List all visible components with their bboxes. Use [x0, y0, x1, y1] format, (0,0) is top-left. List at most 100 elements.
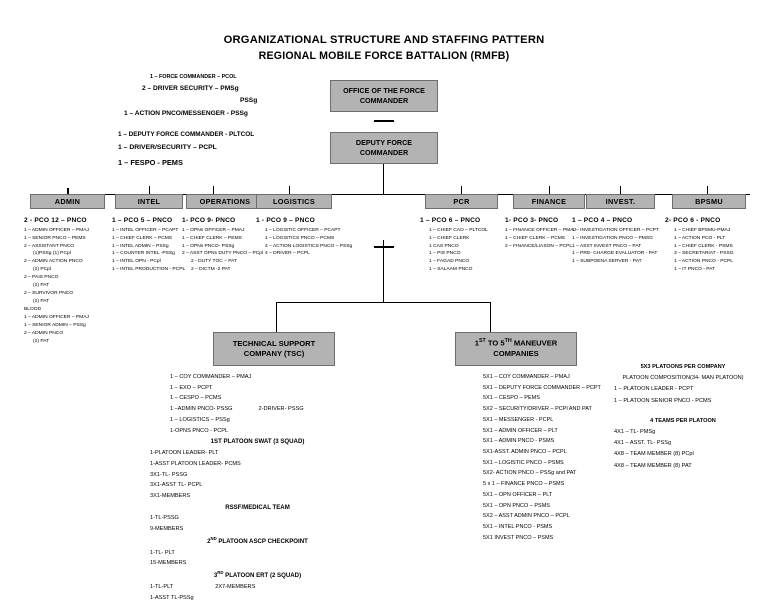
dept-operations-line: 1 – OPNs PNCO- PSSg [182, 243, 235, 249]
connector-spine-vertical [383, 164, 384, 194]
maneuver-line: 5X2 – SECURITY/DRIVER – PCPl AND PAT [483, 406, 592, 413]
tsc-ascp-line: 1-TL- PLT [150, 549, 175, 556]
dept-bpsmu-line: 3 – SECRETARIAT - PSSG [674, 251, 734, 257]
dept-admin-line: 2 – PAIS PNCO [24, 275, 59, 281]
dept-intel-header: 1 – PCO 5 – PNCO [112, 217, 173, 224]
connector-stub-invest [620, 186, 621, 195]
tsc-box-line-2: COMPANY (TSC) [243, 349, 305, 358]
maneuver-box-line-1: 1ST TO 5TH MANEUVER [474, 338, 558, 349]
dept-header-operations[interactable]: OPERATIONS [186, 194, 264, 209]
maneuver-line: 5X1-ASST. ADMIN PNCO – PCPL [483, 449, 567, 456]
platoon-teams-line: 4X1 – TL- PMSg [614, 428, 656, 435]
force-commander-line-1: 1 – FORCE COMMANDER – PCOL [150, 74, 237, 80]
dept-bpsmu-line: 1 – ACTION PNCO - PCPL [674, 259, 733, 265]
dept-operations-line: 2 – ASST OPNs DUTY PNCO – PCpl [182, 251, 264, 257]
maneuver-line: 5X1 – ADMIN OFFICER – PLT [483, 427, 558, 434]
force-commander-line-2: 2 – DRIVER SECURITY – PMSg [142, 84, 239, 92]
dept-pcr-line: 1 – FAGAD PNCO [429, 259, 470, 265]
tsc-line: 1 – CESPO – PCMS [170, 395, 222, 402]
deputy-line-3: 1 – FESPO - PEMS [118, 158, 183, 168]
dept-pcr-line: 1 – CHIEF CAO – PLTCOL [429, 227, 488, 233]
tsc-line: 1 – EXO – PCPT [170, 384, 213, 391]
connector-stub-operations [213, 186, 214, 195]
technical-support-company-box[interactable]: TECHNICAL SUPPORT COMPANY (TSC) [213, 332, 335, 366]
dept-header-finance[interactable]: FINANCE [513, 194, 585, 209]
tsc-rssf-line: 1-TL-PSSG [150, 515, 179, 522]
maneuver-line: 5X1 – DEPUTY FORCE COMMANDER – PCPT [483, 384, 601, 391]
platoon-notes-line: 1 – PLATOON SENIOR PNCO - PCMS [614, 397, 712, 404]
dept-admin-line: (2) PAT [33, 283, 50, 289]
tsc-ert-line: 1-TL-PLT [150, 583, 174, 590]
maneuver-line: 5X1 – CESPO – PEMS [483, 395, 540, 402]
dept-pcr-line: 1 CAS PNCO [429, 243, 459, 249]
page-subtitle: REGIONAL MOBILE FORCE BATTALION (RMFB) [258, 50, 510, 62]
dept-intel-line: 1 – INTEL OFFICER – PCAPT [112, 227, 179, 233]
platoon-teams-heading: 4 TEAMS PER PLATOON [650, 417, 716, 424]
dept-intel-line: 1 – INTEL OPN - PCpl [112, 259, 161, 265]
connector-stub-finance [549, 186, 550, 195]
maneuver-companies-box[interactable]: 1ST TO 5TH MANEUVER COMPANIES [455, 332, 577, 366]
dept-header-intel[interactable]: INTEL [115, 194, 183, 209]
tsc-line: 1-OPNS PNCO - PCPL [170, 427, 229, 434]
tsc-rssf-heading: RSSF/MEDICAL TEAM [225, 503, 290, 511]
dept-staffing-bpsmu: 2- PCO 6 - PNCO 1 – CHIEF BPSMU-PMAJ 1 –… [665, 216, 734, 274]
deputy-force-commander-box[interactable]: DEPUTY FORCE COMMANDER [330, 132, 438, 164]
dept-admin-line: (2) PAT [33, 299, 50, 305]
connector-stub-maneuver [490, 302, 491, 332]
connector-lower-bus [276, 302, 491, 303]
connector-department-bus [30, 194, 750, 195]
platoon-notes-spacer [600, 407, 766, 416]
maneuver-line: 5X2- ACTION PNCO – PSSg and PAT [483, 470, 577, 477]
tsc-swat-line: 1-ASST PLATOON LEADER- PCMS [150, 460, 241, 467]
dept-invest-line: 1 – INVESTIGATION OFFICER – PCPT [572, 227, 659, 233]
maneuver-line: 5X1 – ADMIN PNCO - PSMS [483, 438, 555, 445]
office-of-the-force-commander-box[interactable]: OFFICE OF THE FORCE COMMANDER [330, 80, 438, 112]
dept-intel-line: 1 – COUNTER INTEL -PSSg [112, 251, 175, 257]
dept-invest-line: 1 – INVESTIGATION PNCO – PMSG [572, 235, 653, 241]
dept-operations-line: 2 – DICTM -2 PAT [191, 267, 231, 273]
tsc-ert-line-pair: 1-TL-PLT 2X7-MEMBERS [150, 582, 365, 593]
dept-admin-line: 2 – ASSISTANT PNCO [24, 243, 75, 249]
dept-admin-line: 2 – ADMIN ACTION PNCO [24, 259, 83, 265]
dept-bpsmu-line: 1 – CHIEF BPSMU-PMAJ [674, 227, 731, 233]
dept-admin-line: 1 – ADMIN OFFICER – PMAJ [24, 314, 89, 320]
dept-admin-line: (1)PSSg (1) PCpl [33, 251, 71, 257]
dept-intel-line: 1 – INTEL PRODUCTION - PCPL [112, 267, 186, 273]
dept-pcr-header: 1 – PCO 6 – PNCO [420, 217, 481, 224]
dept-header-logistics[interactable]: LOGISTICS [256, 194, 332, 209]
dept-header-pcr[interactable]: PCR [425, 194, 498, 209]
page-title: ORGANIZATIONAL STRUCTURE AND STAFFING PA… [223, 34, 545, 46]
dept-admin-line: 2 – SURVIVOR PNCO [24, 291, 74, 297]
dept-staffing-intel: 1 – PCO 5 – PNCO 1 – INTEL OFFICER – PCA… [112, 216, 185, 274]
dept-admin-header: 2 - PCO 12 – PNCO [24, 217, 87, 224]
dept-invest-line: 1 – SUBPOENA SERVER - PAT [572, 259, 642, 265]
dept-admin-line: 1 – ADMIN OFFICER – PMAJ [24, 227, 89, 233]
dept-header-admin[interactable]: ADMIN [30, 194, 105, 209]
dept-staffing-operations: 1- PCO 9- PNCO 1 – OPNs OFFICER – PMAJ 1… [182, 216, 263, 274]
dept-logistics-line: 1 – LOGISTIC OFFICER – PCAPT [265, 227, 341, 233]
maneuver-line: 5X2 – ASST ADMIN PNCO – PCPL [483, 513, 570, 520]
tsc-ascp-heading: ND2ND PLATOON ASCP CHECKPOINT [207, 535, 308, 545]
platoon-composition-notes: 5X3 PLATOONS PER COMPANY PLATOON COMPOSI… [600, 362, 766, 472]
dept-header-bpsmu[interactable]: BPSMU [672, 194, 746, 209]
maneuver-line: 5X1 – COY COMMANDER – PMAJ [483, 374, 570, 380]
tsc-ert-heading: 3RD PLATOON ERT (2 SQUAD) [213, 570, 302, 580]
dept-bpsmu-line: 1 – ACTION PCO - PLT [674, 235, 726, 241]
connector-lower-tick [374, 246, 394, 248]
dept-admin-line: 2 – ADMIN PNCO [24, 330, 64, 336]
dept-intel-line: 1 – INTEL ADMIN – PSSg [112, 243, 169, 249]
tsc-line: 1 –ADMIN PNCO- PSSG [170, 406, 233, 413]
dept-header-invest[interactable]: INVEST. [586, 194, 655, 209]
dept-staffing-invest: 1 – PCO 4 – PNCO 1 – INVESTIGATION OFFIC… [572, 216, 659, 266]
dept-bpsmu-line: 1 – IT PNCO - PAT [674, 267, 716, 273]
dept-staffing-logistics: 1 - PCO 9 – PNCO 1 – LOGISTIC OFFICER – … [256, 216, 352, 258]
dept-admin-line: 1 – SENIOR ADMIN – PSSg [24, 322, 86, 328]
platoon-teams-line: 4X8 – TEAM MEMBER (8) PCpl [614, 451, 694, 458]
tsc-swat-line: 1-PLATOON LEADER- PLT [150, 450, 219, 457]
platoon-notes-line: 1 – PLATOON LEADER - PCPT [614, 386, 694, 393]
tsc-swat-line: 3X1-MEMBERS [150, 493, 191, 500]
tsc-ascp-line: 15-MEMBERS [150, 560, 187, 567]
platoon-teams-line: 4X8 – TEAM MEMBER (8) PAT [614, 462, 692, 469]
tsc-ert-line: 1-ASST TL-PSSg [150, 594, 194, 601]
